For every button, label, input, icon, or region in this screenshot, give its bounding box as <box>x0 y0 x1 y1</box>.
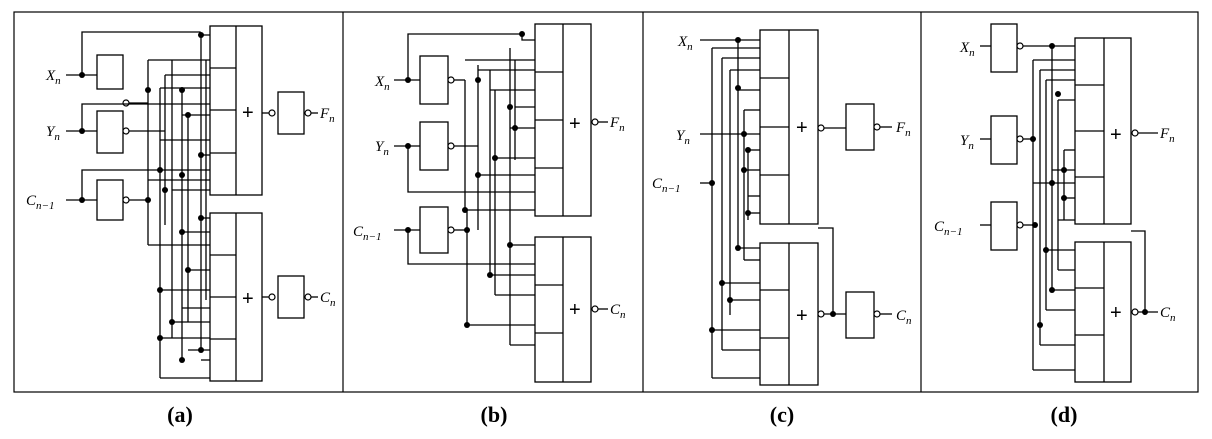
adder-carry <box>1074 241 1132 383</box>
operator-symbol: + <box>569 113 581 135</box>
input-label-c: Cn−1 <box>652 176 680 195</box>
operator-symbol: + <box>796 117 808 139</box>
inverter-x <box>419 55 449 105</box>
input-label-y: Yn <box>676 128 690 147</box>
panel-c: + + Xn Yn Cn−1 Fn Cn <box>652 29 912 386</box>
output-label-f: Fn <box>319 106 335 125</box>
output-label-f: Fn <box>1159 126 1175 145</box>
input-label-y: Yn <box>960 133 974 152</box>
input-label-c: Cn−1 <box>26 193 54 212</box>
figure-frame <box>13 11 1199 393</box>
inverter-bubble <box>122 99 130 107</box>
caption-d: (d) <box>1051 402 1078 427</box>
caption-a: (a) <box>167 402 193 427</box>
inverter-y <box>96 110 124 154</box>
operator-symbol: + <box>796 305 808 327</box>
input-label-y: Yn <box>46 124 60 143</box>
inverter-c <box>419 206 449 254</box>
panel-a: + + Xn Yn Cn−1 Fn Cn <box>26 25 336 382</box>
panel-d: + + Xn Yn Cn−1 Fn Cn <box>934 23 1176 383</box>
operator-symbol: + <box>569 299 581 321</box>
output-inverter <box>277 275 305 319</box>
output-label-c: Cn <box>320 290 336 309</box>
output-inverter <box>277 91 305 135</box>
caption-c: (c) <box>770 402 794 427</box>
inverter-c <box>990 201 1018 251</box>
caption-b: (b) <box>481 402 508 427</box>
inverter-x <box>990 23 1018 73</box>
input-label-x: Xn <box>677 34 693 53</box>
output-label-f: Fn <box>609 115 625 134</box>
operator-symbol: + <box>1110 124 1122 146</box>
input-label-x: Xn <box>45 68 61 87</box>
input-label-y: Yn <box>375 139 389 158</box>
output-inverter <box>845 291 875 339</box>
output-label-c: Cn <box>610 302 626 321</box>
input-label-c: Cn−1 <box>934 219 962 238</box>
output-inverter <box>845 103 875 151</box>
panel-b: + + Xn Yn Cn−1 Fn Cn <box>353 23 626 383</box>
inverter-bubble <box>122 196 130 204</box>
input-label-x: Xn <box>374 74 390 93</box>
inverter-y <box>990 115 1018 165</box>
output-label-f: Fn <box>895 120 911 139</box>
operator-symbol: + <box>242 102 254 124</box>
inverter-x <box>96 54 124 90</box>
inverter-y <box>419 121 449 171</box>
operator-symbol: + <box>1110 302 1122 324</box>
output-label-c: Cn <box>1160 305 1176 324</box>
input-label-c: Cn−1 <box>353 224 381 243</box>
inverter-bubble <box>122 127 130 135</box>
operator-symbol: + <box>242 288 254 310</box>
input-label-x: Xn <box>959 40 975 59</box>
inverter-c <box>96 179 124 221</box>
output-label-c: Cn <box>896 308 912 327</box>
